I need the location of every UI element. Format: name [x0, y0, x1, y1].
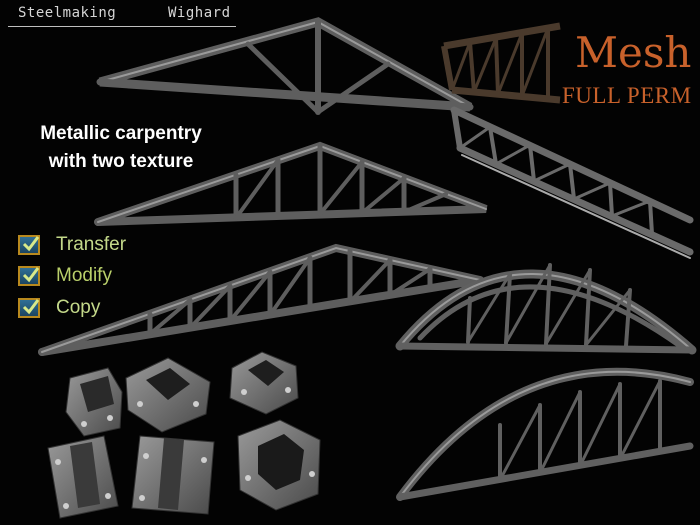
truss-long-sloped — [38, 243, 484, 356]
tagline-line-2: with two texture — [48, 151, 194, 172]
permission-label: Modify — [56, 265, 112, 286]
checkbox-checked-icon — [18, 298, 40, 318]
connector-plate-4 — [47, 435, 119, 519]
checkbox-checked-icon — [18, 235, 40, 255]
truss-arch-small — [396, 367, 694, 501]
checkbox-checked-icon — [18, 266, 40, 286]
permission-label: Copy — [56, 297, 101, 318]
connector-plate-5 — [131, 435, 215, 515]
truss-flat-rust — [441, 22, 561, 104]
header-right-label: Wighard — [168, 5, 231, 21]
truss-triangle-small — [96, 17, 474, 115]
mesh-title: Mesh — [575, 28, 692, 77]
header-divider — [8, 26, 236, 27]
header-left-label: Steelmaking — [18, 5, 117, 21]
tagline: Metallic carpentry with two texture — [16, 120, 226, 176]
permission-copy: Copy — [18, 297, 100, 319]
connector-bracket-3 — [229, 351, 299, 415]
connector-bracket-2 — [125, 357, 211, 433]
permission-transfer: Transfer — [18, 234, 126, 256]
connector-bracket-1 — [65, 367, 123, 437]
connector-bracket-6 — [237, 419, 321, 511]
truss-straight-long — [450, 106, 694, 259]
tagline-line-1: Metallic carpentry — [40, 123, 202, 144]
truss-arch-large — [395, 263, 697, 355]
full-perm-label: FULL PERM — [562, 83, 692, 108]
permission-label: Transfer — [56, 234, 127, 255]
truss-triangle-web — [94, 141, 488, 226]
permission-modify: Modify — [18, 265, 112, 287]
